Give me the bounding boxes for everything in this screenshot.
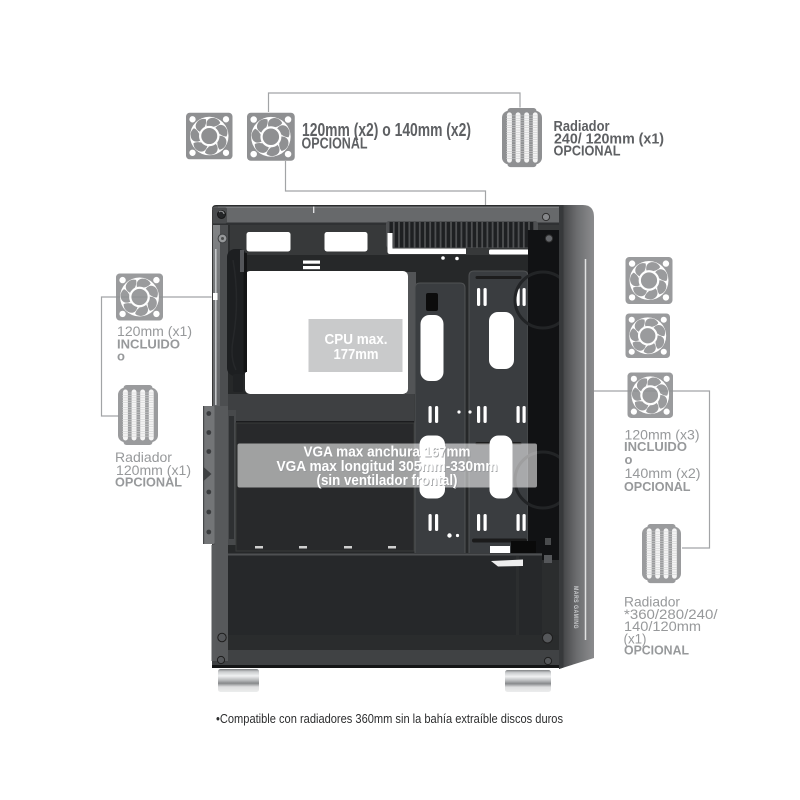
svg-text:MARS GAMING: MARS GAMING xyxy=(572,586,579,629)
svg-text:o: o xyxy=(117,349,125,364)
svg-text:•Compatible con radiadores 360: •Compatible con radiadores 360mm sin la … xyxy=(216,711,563,726)
svg-text:Radiador: Radiador xyxy=(624,594,680,610)
svg-text:120mm (x1): 120mm (x1) xyxy=(117,323,192,339)
svg-text:120mm (x1): 120mm (x1) xyxy=(116,462,191,478)
svg-text:Radiador: Radiador xyxy=(554,118,610,135)
svg-text:*360/280/240/: *360/280/240/ xyxy=(624,606,718,622)
svg-text:o: o xyxy=(625,452,633,467)
svg-text:140/120mm: 140/120mm xyxy=(624,618,701,634)
svg-text:140mm (x2): 140mm (x2) xyxy=(625,465,701,481)
svg-text:(sin ventilador frontal): (sin ventilador frontal) xyxy=(317,472,458,489)
svg-text:VGA max longitud 305mm-330mm: VGA max longitud 305mm-330mm xyxy=(277,459,498,476)
svg-text:OPCIONAL: OPCIONAL xyxy=(115,475,182,490)
svg-text:Radiador: Radiador xyxy=(115,449,172,465)
svg-text:OPCIONAL: OPCIONAL xyxy=(624,643,689,658)
svg-text:120mm (x2) o 140mm (x2): 120mm (x2) o 140mm (x2) xyxy=(302,120,471,140)
svg-text:VGA max longitud 305mm-330mm: VGA max longitud 305mm-330mm xyxy=(277,458,498,475)
svg-text:OPCIONAL: OPCIONAL xyxy=(624,479,691,494)
svg-text:INCLUIDO: INCLUIDO xyxy=(624,439,687,454)
svg-text:(sin ventilador frontal): (sin ventilador frontal) xyxy=(317,473,458,490)
svg-text:CPU max.: CPU max. xyxy=(325,332,388,348)
svg-text:VGA max anchura 167mm: VGA max anchura 167mm xyxy=(304,444,471,461)
svg-text:240/ 120mm (x1): 240/ 120mm (x1) xyxy=(554,131,664,148)
svg-text:120mm (x3): 120mm (x3) xyxy=(625,427,700,443)
svg-text:177mm: 177mm xyxy=(334,347,379,363)
svg-text:OPCIONAL: OPCIONAL xyxy=(302,136,368,153)
svg-text:OPCIONAL: OPCIONAL xyxy=(554,143,621,160)
svg-text:(x1): (x1) xyxy=(624,631,647,647)
svg-text:VGA max anchura 167mm: VGA max anchura 167mm xyxy=(304,444,471,461)
svg-text:INCLUIDO: INCLUIDO xyxy=(117,337,180,352)
